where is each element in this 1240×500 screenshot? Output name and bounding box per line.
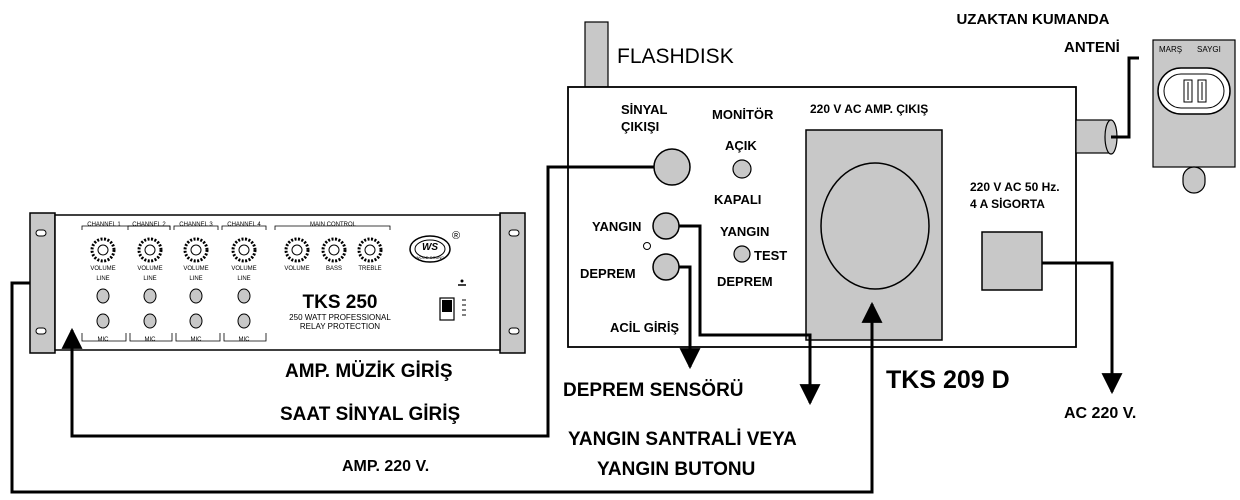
fire-test-button bbox=[733, 245, 751, 263]
test-label: TEST bbox=[754, 248, 788, 263]
earthquake-sensor-label: DEPREM SENSÖRÜ bbox=[563, 380, 744, 401]
earthquake-input-jack bbox=[652, 253, 680, 281]
master-volume-label: VOLUME bbox=[284, 266, 310, 272]
knob-master-volume bbox=[284, 237, 310, 263]
antenna-label-line2: ANTENİ bbox=[1064, 39, 1120, 56]
fuse-label-line1: 220 V AC 50 Hz. bbox=[970, 180, 1060, 194]
ch3-mic-label: MIC bbox=[190, 337, 202, 343]
fire-test-label-top: YANGIN bbox=[720, 224, 770, 239]
remote-keyring bbox=[1182, 166, 1206, 194]
knob-treble bbox=[357, 237, 383, 263]
ws-logo-ring-text: WOOD SOUND bbox=[415, 255, 445, 260]
jack-line-4 bbox=[237, 288, 251, 304]
wire-amp-220 bbox=[10, 281, 883, 494]
monitor-label: MONİTÖR bbox=[712, 107, 774, 122]
monitor-closed-label: KAPALI bbox=[714, 192, 762, 207]
jack-line-2 bbox=[143, 288, 157, 304]
amp-subtitle-line2: RELAY PROTECTION bbox=[299, 322, 381, 331]
amplifier-unit bbox=[29, 212, 526, 354]
antenna-label-line1: UZAKTAN KUMANDA bbox=[956, 11, 1110, 28]
flashdisk-label: FLASHDISK bbox=[617, 45, 734, 68]
channel-2-label: CHANNEL 2 bbox=[132, 222, 166, 228]
amp-music-input-label: AMP. MÜZİK GİRİŞ bbox=[285, 361, 453, 382]
jack-mic-4 bbox=[237, 313, 251, 329]
wire-clock-signal bbox=[61, 165, 654, 438]
flashdisk-stick bbox=[584, 21, 609, 88]
amp-output-label: 220 V AC AMP. ÇIKIŞ bbox=[810, 102, 929, 116]
channel-3-label: CHANNEL 3 bbox=[179, 222, 213, 228]
remote-control bbox=[1152, 39, 1236, 194]
knob-bass bbox=[321, 237, 347, 263]
amp-model: TKS 250 bbox=[302, 292, 378, 313]
jack-line-1 bbox=[96, 288, 110, 304]
main-control-label: MAIN CONTROL bbox=[309, 222, 356, 228]
ch2-volume-label: VOLUME bbox=[137, 266, 163, 272]
ch1-line-label: LINE bbox=[96, 276, 110, 282]
channel-1-label: CHANNEL 1 bbox=[87, 222, 121, 228]
indicator-led bbox=[643, 242, 651, 250]
channel-4-label: CHANNEL 4 bbox=[227, 222, 261, 228]
remote-button-march-label: MARŞ bbox=[1159, 45, 1183, 54]
ws-logo-text: WS bbox=[421, 242, 439, 253]
jack-line-3 bbox=[189, 288, 203, 304]
ch1-mic-label: MIC bbox=[97, 337, 109, 343]
ch1-volume-label: VOLUME bbox=[90, 266, 116, 272]
earthquake-input-label: DEPREM bbox=[580, 266, 636, 281]
monitor-switch bbox=[732, 159, 752, 179]
ch4-mic-label: MIC bbox=[238, 337, 250, 343]
knob-channel-2 bbox=[137, 237, 163, 263]
ch2-line-label: LINE bbox=[143, 276, 157, 282]
emergency-input-label: ACİL GİRİŞ bbox=[610, 320, 680, 335]
ch4-line-label: LINE bbox=[237, 276, 251, 282]
treble-label: TREBLE bbox=[358, 266, 382, 272]
bass-label: BASS bbox=[325, 266, 342, 272]
fire-panel-label-line1: YANGIN SANTRALİ VEYA bbox=[568, 429, 797, 450]
wire-ac-220 bbox=[1042, 261, 1123, 395]
jack-mic-2 bbox=[143, 313, 157, 329]
fire-panel-label-line2: YANGIN BUTONU bbox=[597, 459, 756, 480]
fire-input-label: YANGIN bbox=[592, 219, 642, 234]
wires bbox=[10, 56, 1139, 494]
clock-signal-input-label: SAAT SİNYAL GİRİŞ bbox=[280, 404, 461, 425]
wire-earthquake-sensor bbox=[679, 265, 701, 370]
ac-220-label: AC 220 V. bbox=[1064, 405, 1137, 422]
ch2-mic-label: MIC bbox=[144, 337, 156, 343]
ch4-volume-label: VOLUME bbox=[231, 266, 257, 272]
jack-mic-1 bbox=[96, 313, 110, 329]
fuse-holder bbox=[981, 231, 1043, 291]
signal-output-label-line2: ÇIKIŞI bbox=[621, 119, 660, 134]
fuse-label-line2: 4 A SİGORTA bbox=[970, 197, 1045, 211]
monitor-open-label: AÇIK bbox=[725, 138, 757, 153]
fire-test-label-bottom: DEPREM bbox=[717, 274, 773, 289]
ch3-line-label: LINE bbox=[189, 276, 203, 282]
wire-antenna bbox=[1111, 56, 1139, 139]
controller-model: TKS 209 D bbox=[886, 366, 1010, 394]
knob-channel-3 bbox=[183, 237, 209, 263]
amp-220-label: AMP. 220 V. bbox=[342, 458, 430, 475]
signal-output-label-line1: SİNYAL bbox=[621, 102, 668, 117]
fire-input-jack bbox=[652, 212, 680, 240]
jack-mic-3 bbox=[189, 313, 203, 329]
amp-subtitle-line1: 250 WATT PROFESSIONAL bbox=[289, 313, 391, 322]
knob-channel-4 bbox=[231, 237, 257, 263]
ws-logo-mark: ® bbox=[452, 230, 461, 242]
signal-output-jack bbox=[653, 148, 691, 186]
ch3-volume-label: VOLUME bbox=[183, 266, 209, 272]
knob-channel-1 bbox=[90, 237, 116, 263]
remote-button-salute-label: SAYGI bbox=[1197, 45, 1221, 54]
wire-fire-panel bbox=[679, 224, 821, 406]
